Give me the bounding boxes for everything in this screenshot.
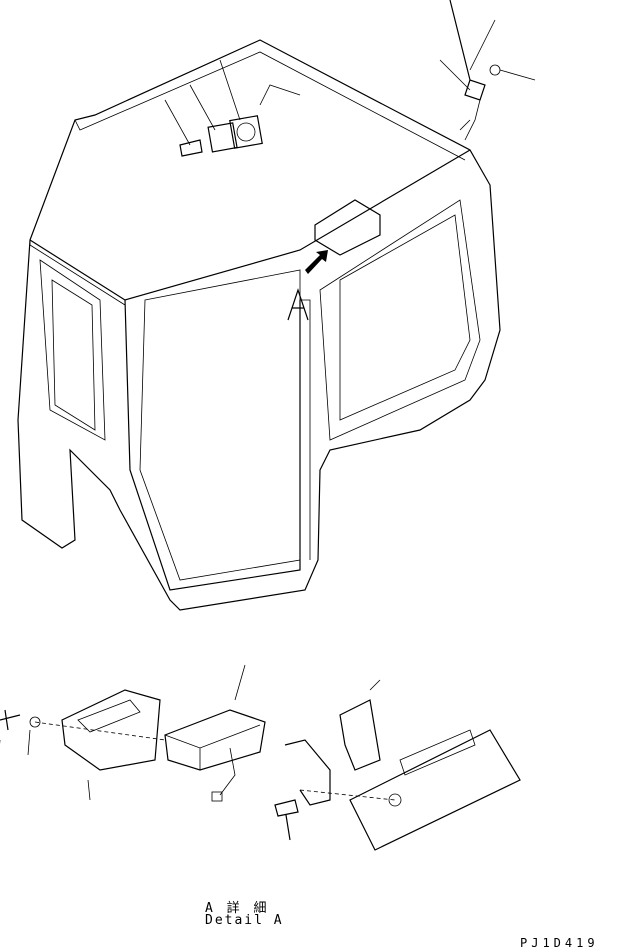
drawing-number: PJ1D419	[520, 936, 599, 950]
detail-caption-japanese: A 詳 細	[205, 901, 270, 916]
speaker-assembly	[164, 59, 301, 157]
detail-caption-english: Detail A	[205, 913, 284, 928]
detail-a-assembly	[0, 664, 521, 851]
radio-mount	[314, 199, 381, 256]
cab-frame	[17, 39, 501, 611]
view-arrow	[287, 250, 328, 321]
antenna	[439, 0, 536, 141]
